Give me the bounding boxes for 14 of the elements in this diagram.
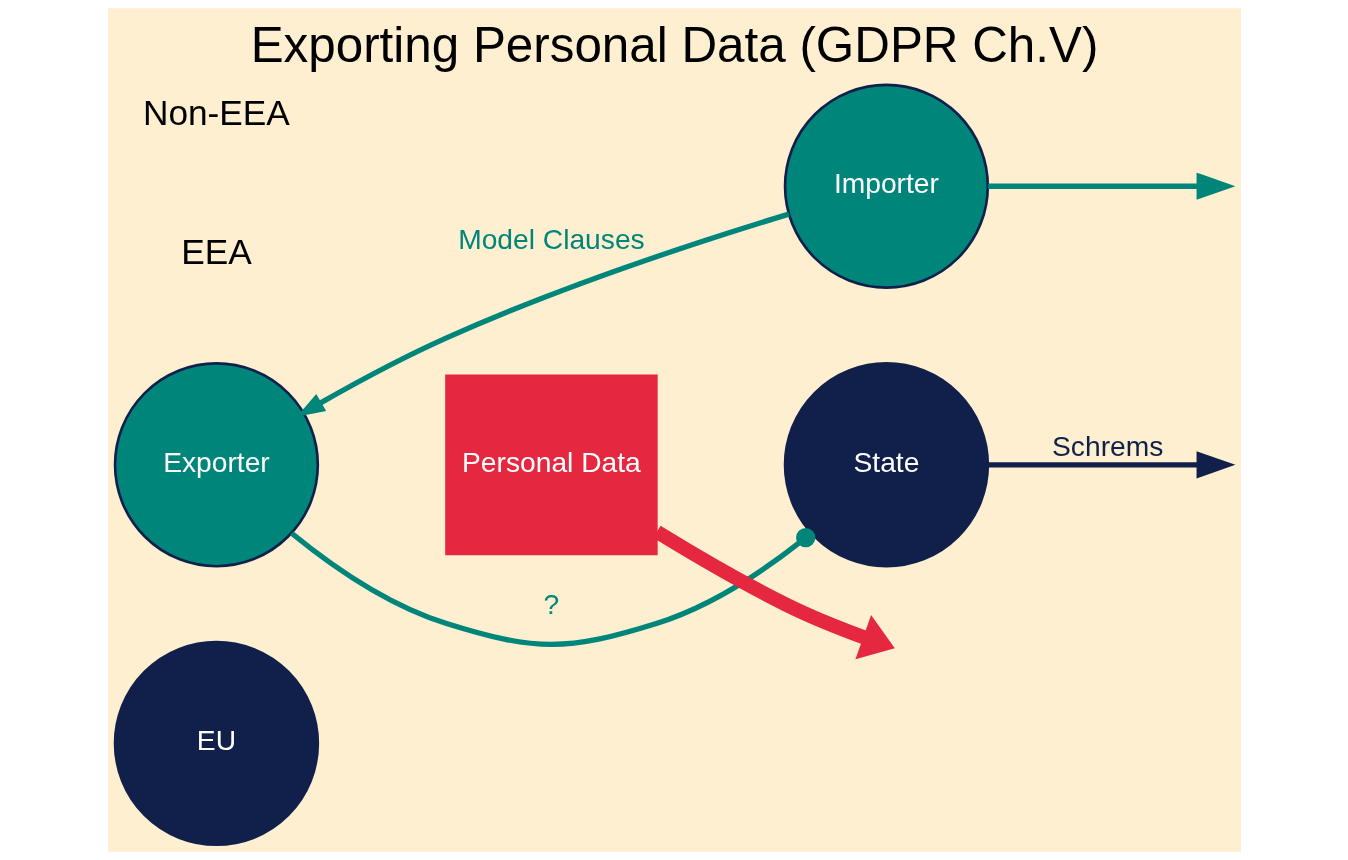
node-circle: EU xyxy=(113,640,319,847)
label: EEA xyxy=(180,231,252,271)
connector xyxy=(289,527,815,647)
edge-label: Schrems xyxy=(1051,429,1163,462)
node-circle: Exporter xyxy=(113,362,319,568)
arrow xyxy=(987,451,1235,479)
node-circle: Importer xyxy=(783,83,989,289)
arrow xyxy=(987,172,1235,200)
node-box: Personal Data xyxy=(444,374,658,556)
diagram-title: Exporting Personal Data (GDPR Ch.V) xyxy=(250,16,1098,72)
edge-label: ? xyxy=(543,588,559,621)
label: Non-EEA xyxy=(142,92,290,132)
edge-label: Model Clauses xyxy=(457,223,645,256)
node-circle: State xyxy=(783,362,989,568)
